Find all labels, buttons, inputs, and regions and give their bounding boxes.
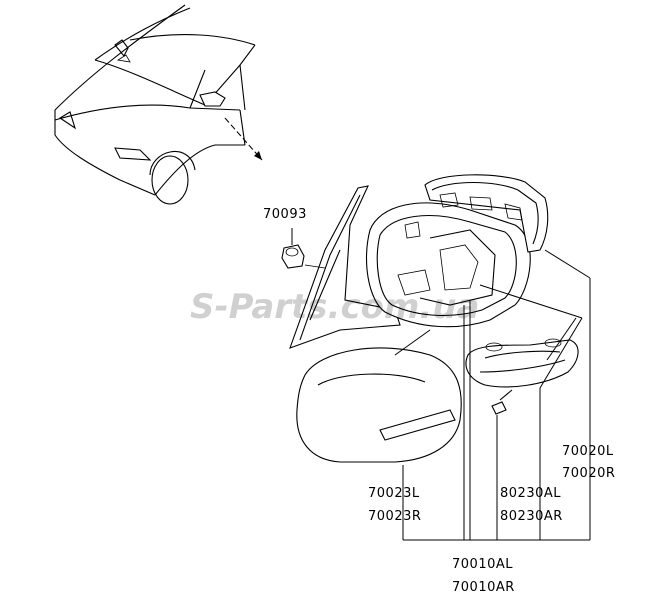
label-nut: 70093 <box>263 207 307 222</box>
direction-arrow-icon <box>224 117 263 161</box>
screw-part-icon <box>491 389 513 415</box>
label-glass-l: 70020L <box>562 444 614 459</box>
label-turn-r: 80230AR <box>500 509 563 524</box>
mirror-housing-part-icon <box>365 202 531 328</box>
label-assy-l: 70010AL <box>452 557 513 572</box>
label-cover-l: 70023L <box>368 486 420 501</box>
mirror-cover-part-icon <box>296 347 462 463</box>
label-cover-r: 70023R <box>368 509 421 524</box>
mirror-base-part-icon <box>289 185 401 349</box>
label-glass-r: 70020R <box>562 466 615 481</box>
mirror-glass-part-icon <box>424 174 549 253</box>
label-assy-r: 70010AR <box>452 580 515 595</box>
leader-lines <box>394 249 591 541</box>
turn-signal-part-icon <box>465 338 579 388</box>
watermark-text: S-Parts.com.ua <box>190 287 479 327</box>
label-turn-l: 80230AL <box>500 486 561 501</box>
nut-part-icon <box>281 228 305 269</box>
car-outline-icon <box>54 4 256 205</box>
